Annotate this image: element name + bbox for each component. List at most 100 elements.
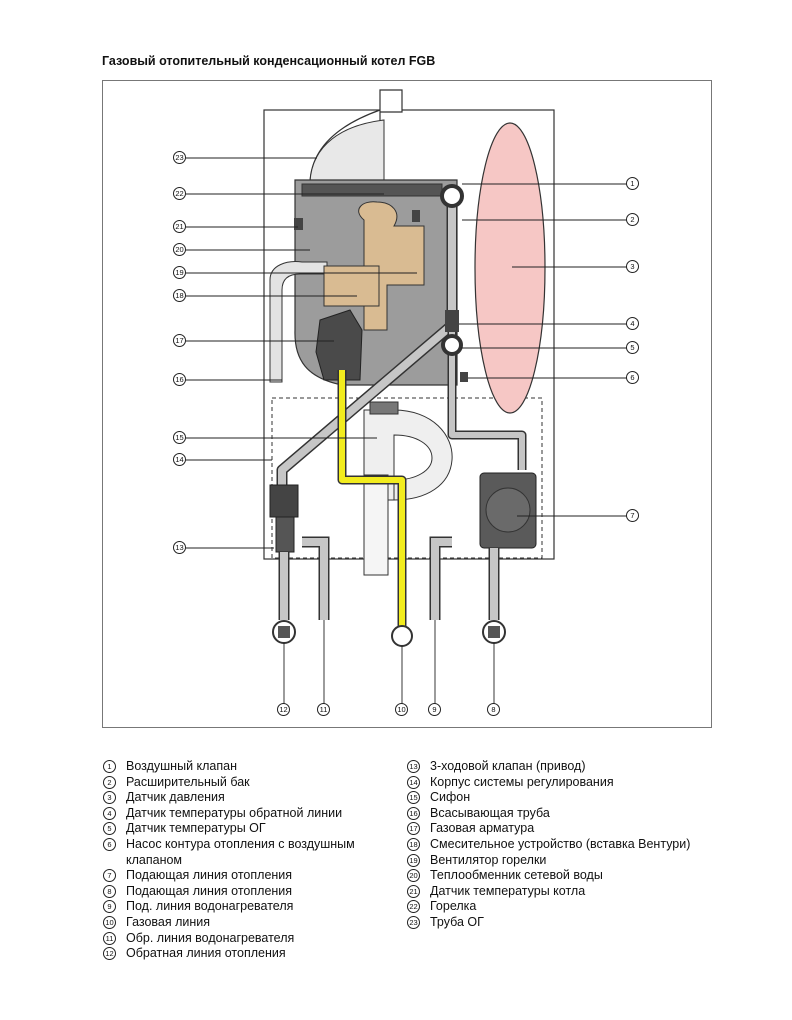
callout-21: 21 — [173, 220, 186, 233]
fitting-10 — [391, 625, 413, 647]
callout-5: 5 — [626, 341, 639, 354]
legend-item: 3 Датчик давления — [103, 790, 373, 806]
legend-text: Насос контура отопления с воздушным клап… — [126, 836, 355, 867]
legend-text: Обр. линия водонагревателя — [126, 930, 295, 945]
legend-item: 18 Смесительное устройство (вставка Венту… — [407, 837, 737, 853]
callout-12: 12 — [277, 703, 290, 716]
callout-9: 9 — [428, 703, 441, 716]
callout-17: 17 — [173, 334, 186, 347]
legend-number: 23 — [407, 915, 420, 929]
legend-number: 15 — [407, 791, 420, 805]
legend-text: Датчик температуры ОГ — [126, 821, 266, 836]
callout-4: 4 — [626, 317, 639, 330]
legend-item: 22 Горелка — [407, 899, 737, 915]
suction-pipe — [269, 261, 328, 383]
legend-item: 11 Обр. линия водонагревателя — [103, 931, 373, 947]
legend-text: Расширительный бак — [126, 774, 250, 789]
legend-number: 16 — [407, 806, 420, 820]
legend-number: 9 — [103, 900, 116, 914]
legend-number: 22 — [407, 900, 420, 914]
callout-7: 7 — [626, 509, 639, 522]
legend-text: Смесительное устройство (вставка Вентури… — [430, 836, 691, 851]
callout-13: 13 — [173, 541, 186, 554]
legend-text: Вентилятор горелки — [430, 852, 547, 867]
diagram-title: Газовый отопительный конденсационный кот… — [102, 54, 436, 68]
legend-text: Обратная линия отопления — [126, 946, 286, 961]
legend-number: 21 — [407, 884, 420, 898]
sensor-2 — [412, 210, 420, 222]
venturi-mixer — [323, 265, 380, 307]
legend-number: 11 — [103, 931, 116, 945]
legend-text: Газовая линия — [126, 914, 211, 929]
legend-item: 14 Корпус системы регулирования — [407, 775, 737, 791]
legend-text: Датчик давления — [126, 790, 225, 805]
callout-23: 23 — [173, 151, 186, 164]
callout-6: 6 — [626, 371, 639, 384]
legend-number: 7 — [103, 869, 116, 883]
callout-16: 16 — [173, 373, 186, 386]
legend-item: 4 Датчик температуры обратной линии — [103, 806, 373, 822]
pump-rotor — [485, 487, 531, 533]
diagram-frame — [102, 80, 712, 728]
callout-14: 14 — [173, 453, 186, 466]
siphon-outlet — [363, 474, 389, 576]
siphon-connector — [369, 401, 399, 415]
legend-item: 15 Сифон — [407, 790, 737, 806]
gas-line-inner — [339, 370, 405, 630]
legend-item: 8 Подающая линия отопления — [103, 884, 373, 900]
three-way-valve-body — [275, 516, 295, 553]
legend-text: Под. линия водонагревателя — [126, 899, 294, 914]
legend-item: 12 Обратная линия отопления — [103, 946, 373, 962]
legend-number: 8 — [103, 884, 116, 898]
legend-item: 16 Всасывающая труба — [407, 806, 737, 822]
callout-20: 20 — [173, 243, 186, 256]
boiler-temp-sensor — [294, 218, 303, 230]
legend-number: 14 — [407, 775, 420, 789]
callout-1: 1 — [626, 177, 639, 190]
fitting-12-nut — [278, 626, 290, 638]
legend-text: Газовая арматура — [430, 821, 535, 836]
callout-3: 3 — [626, 260, 639, 273]
legend-number: 20 — [407, 869, 420, 883]
legend-text: Сифон — [430, 790, 471, 805]
legend-item: 9 Под. линия водонагревателя — [103, 899, 373, 915]
legend-text: Горелка — [430, 899, 477, 914]
legend-number: 19 — [407, 853, 420, 867]
flue-temp-sensor — [441, 334, 463, 356]
three-way-valve — [269, 484, 299, 518]
fitting-8-nut — [488, 626, 500, 638]
legend-number: 4 — [103, 806, 116, 820]
callout-11: 11 — [317, 703, 330, 716]
legend-text: Подающая линия отопления — [126, 883, 293, 898]
legend-item: 2 Расширительный бак — [103, 775, 373, 791]
legend-number: 12 — [103, 947, 116, 961]
control-housing — [271, 397, 543, 559]
legend-text: Датчик температуры обратной линии — [126, 805, 343, 820]
callout-19: 19 — [173, 266, 186, 279]
callout-2: 2 — [626, 213, 639, 226]
legend-text: Воздушный клапан — [126, 759, 237, 773]
return-temp-sensor — [445, 310, 459, 332]
legend-number: 10 — [103, 915, 116, 929]
legend-text: Всасывающая труба — [430, 805, 550, 820]
boiler-diagram — [186, 89, 628, 704]
gas-valve — [315, 309, 363, 381]
legend-text: Корпус системы регулирования — [430, 774, 614, 789]
callout-18: 18 — [173, 289, 186, 302]
legend-number: 3 — [103, 791, 116, 805]
legend-number: 2 — [103, 775, 116, 789]
pipe-11-inner — [302, 538, 328, 620]
legend-text: Труба ОГ — [430, 914, 484, 929]
legend-item: 10 Газовая линия — [103, 915, 373, 931]
callout-22: 22 — [173, 187, 186, 200]
pipe-flow-inner — [449, 325, 525, 470]
legend-number: 18 — [407, 837, 420, 851]
